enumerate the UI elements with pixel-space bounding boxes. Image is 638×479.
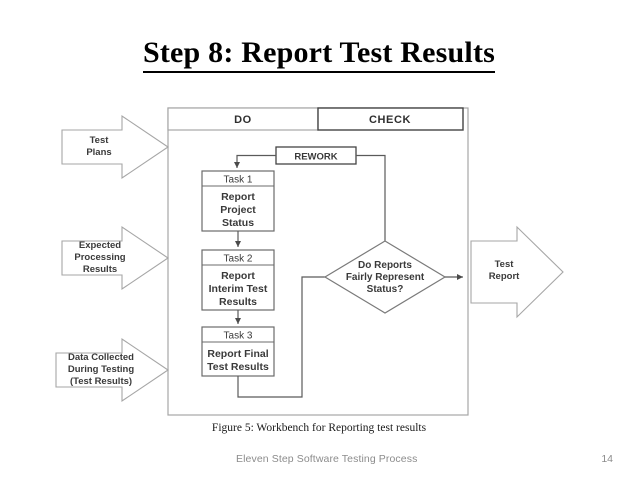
- input-expected-line-3: Results: [83, 264, 117, 275]
- task-1-line-2: Project: [220, 204, 256, 216]
- header-check-box: [317, 107, 464, 131]
- input-arrow-expected-processing-results: [61, 225, 169, 291]
- connector-rework-to-task1: [234, 154, 276, 168]
- input-arrow-test-plans: [61, 114, 169, 180]
- task-1-line-1: Report: [221, 191, 255, 203]
- output-test-report-line-1: Test: [495, 259, 515, 270]
- decision-diamond: [323, 240, 447, 314]
- rework-label: REWORK: [294, 152, 337, 163]
- decision-line-3: Status?: [367, 284, 404, 295]
- footer-title: Eleven Step Software Testing Process: [236, 453, 418, 465]
- task-3-line-2: Test Results: [207, 361, 269, 373]
- input-data-line-1: Data Collected: [68, 352, 134, 363]
- task-2-header: Task 2: [224, 254, 253, 265]
- header-check-label: CHECK: [369, 114, 411, 126]
- decision-line-2: Fairly Represent: [346, 272, 425, 283]
- header-do-label: DO: [234, 114, 252, 126]
- task-1-header: Task 1: [224, 175, 253, 186]
- task-2-line-1: Report: [221, 270, 255, 282]
- connector-rework-from-decision: [356, 154, 386, 241]
- output-test-report-line-2: Report: [489, 271, 520, 282]
- task-2-box: [201, 249, 275, 311]
- decision-line-1: Do Reports: [358, 260, 412, 271]
- output-arrow-test-report: [470, 225, 564, 319]
- task-3-line-1: Report Final: [207, 348, 268, 360]
- input-expected-line-1: Expected: [79, 240, 121, 251]
- input-data-line-2: During Testing: [68, 364, 135, 375]
- task-1-box: [201, 170, 275, 232]
- task-3-header: Task 3: [224, 331, 253, 342]
- page-title: Step 8: Report Test Results: [0, 36, 638, 73]
- footer-page-number: 14: [601, 453, 613, 465]
- input-test-plans-line-1: Test: [90, 135, 110, 146]
- task-1-line-3: Status: [222, 217, 254, 229]
- task-2-line-2: Interim Test: [209, 283, 268, 295]
- connector-task3-to-decision: [237, 274, 340, 398]
- input-data-line-3: (Test Results): [70, 376, 132, 387]
- figure-workbench-diagram: DO CHECK REWORK Task 1 Report Project St…: [0, 100, 638, 430]
- input-test-plans-line-2: Plans: [86, 147, 111, 158]
- slide-footer: Eleven Step Software Testing Process 14: [0, 453, 638, 471]
- figure-caption: Figure 5: Workbench for Reporting test r…: [211, 422, 427, 434]
- task-2-line-3: Results: [219, 296, 257, 308]
- page-title-text: Step 8: Report Test Results: [142, 36, 496, 73]
- input-arrow-data-collected: [55, 337, 169, 403]
- input-expected-line-2: Processing: [74, 252, 125, 263]
- workbench-flow-diagram: DO CHECK REWORK Task 1 Report Project St…: [55, 107, 564, 416]
- task-3-box: [201, 326, 275, 377]
